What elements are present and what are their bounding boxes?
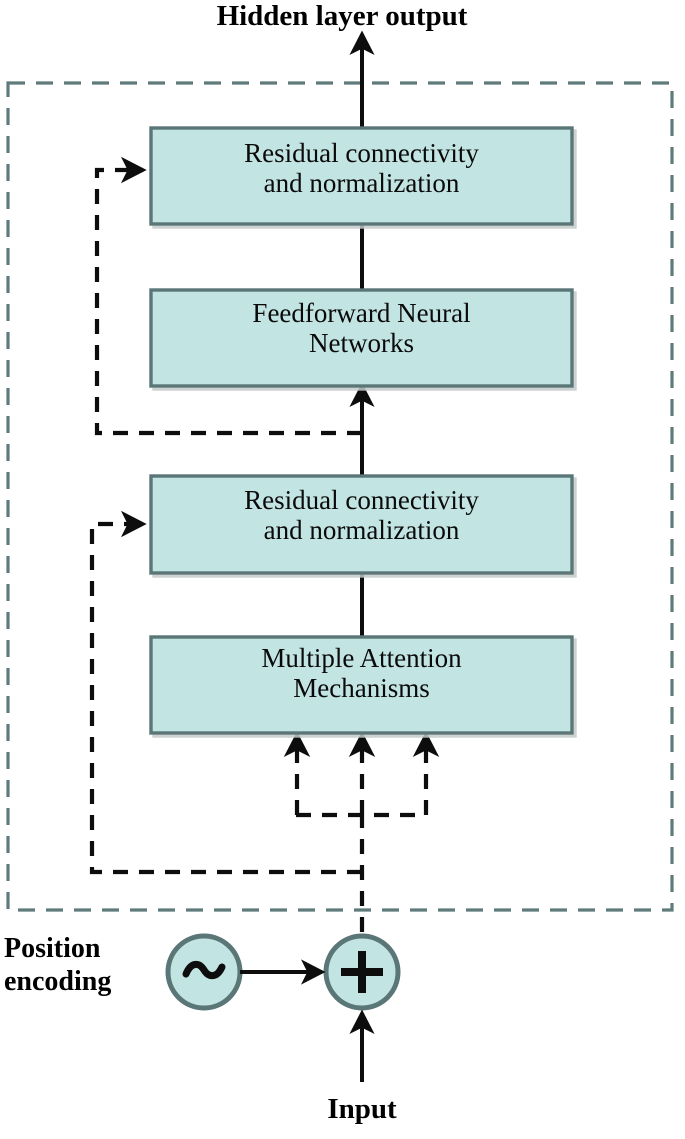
skip-connection-top	[94, 156, 362, 436]
plus-icon	[341, 951, 383, 993]
block-residual-norm-top[interactable]	[149, 126, 574, 226]
block-feedforward-neural-networks[interactable]	[149, 288, 574, 388]
tilde-sine-icon	[182, 961, 226, 980]
hidden-layer-dashed-boundary	[6, 81, 674, 912]
block-multiple-attention-mechanisms[interactable]	[149, 635, 574, 735]
skip-connection-bottom	[89, 510, 362, 875]
block-residual-norm-bottom[interactable]	[149, 474, 574, 575]
